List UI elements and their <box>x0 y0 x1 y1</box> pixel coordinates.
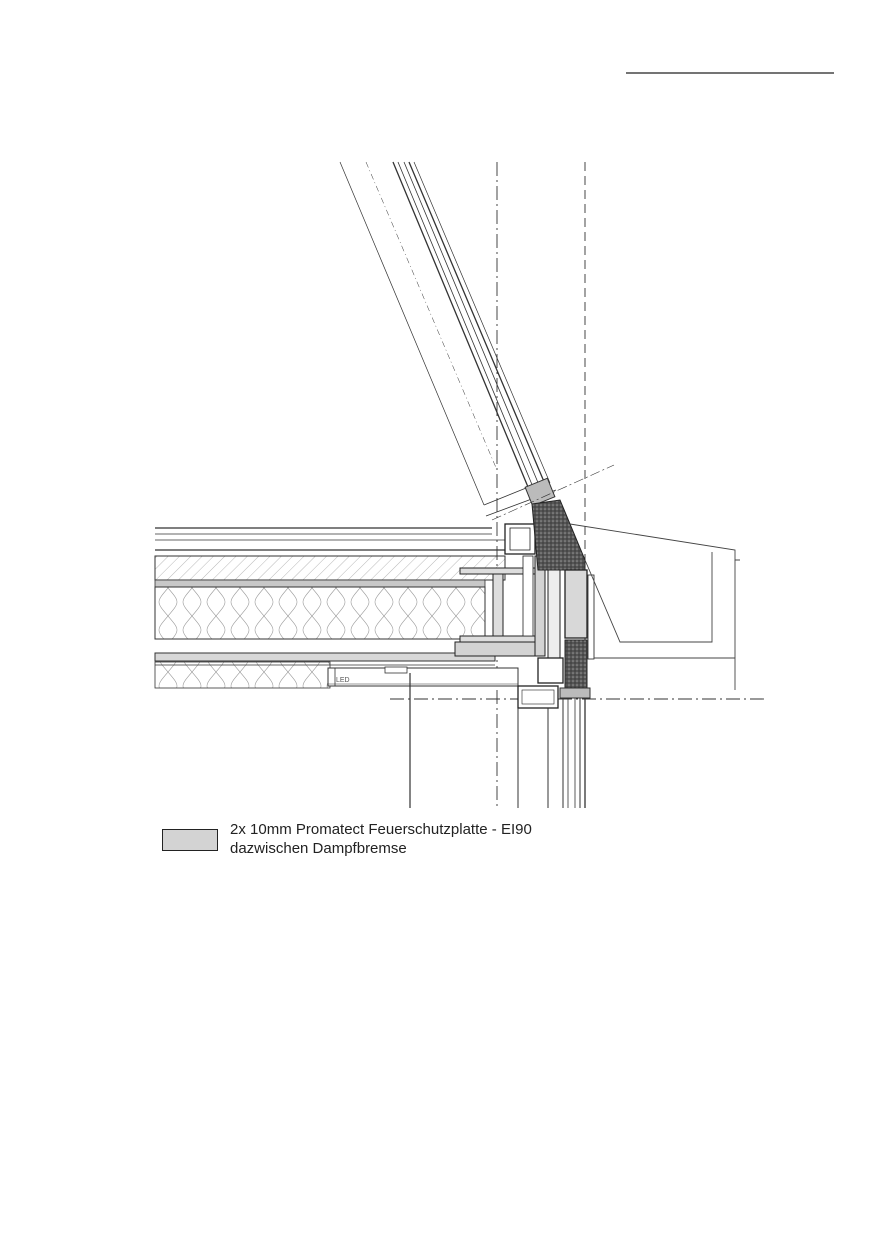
axis-lines <box>390 162 768 808</box>
sloped-glazing <box>339 161 615 521</box>
gutter-profile <box>569 523 740 690</box>
legend-text: 2x 10mm Promatect Feuerschutzplatte - EI… <box>230 820 532 858</box>
led-label: LED <box>336 677 350 684</box>
legend-swatch-fire-protection <box>162 829 218 851</box>
legend-line-1: 2x 10mm Promatect Feuerschutzplatte - EI… <box>230 821 532 838</box>
facade-verticals <box>517 687 591 808</box>
legend-line-2: dazwischen Dampfbremse <box>230 840 407 857</box>
roof-layers <box>154 527 519 808</box>
legend: 2x 10mm Promatect Feuerschutzplatte - EI… <box>162 820 532 858</box>
steel-profiles <box>454 499 595 709</box>
